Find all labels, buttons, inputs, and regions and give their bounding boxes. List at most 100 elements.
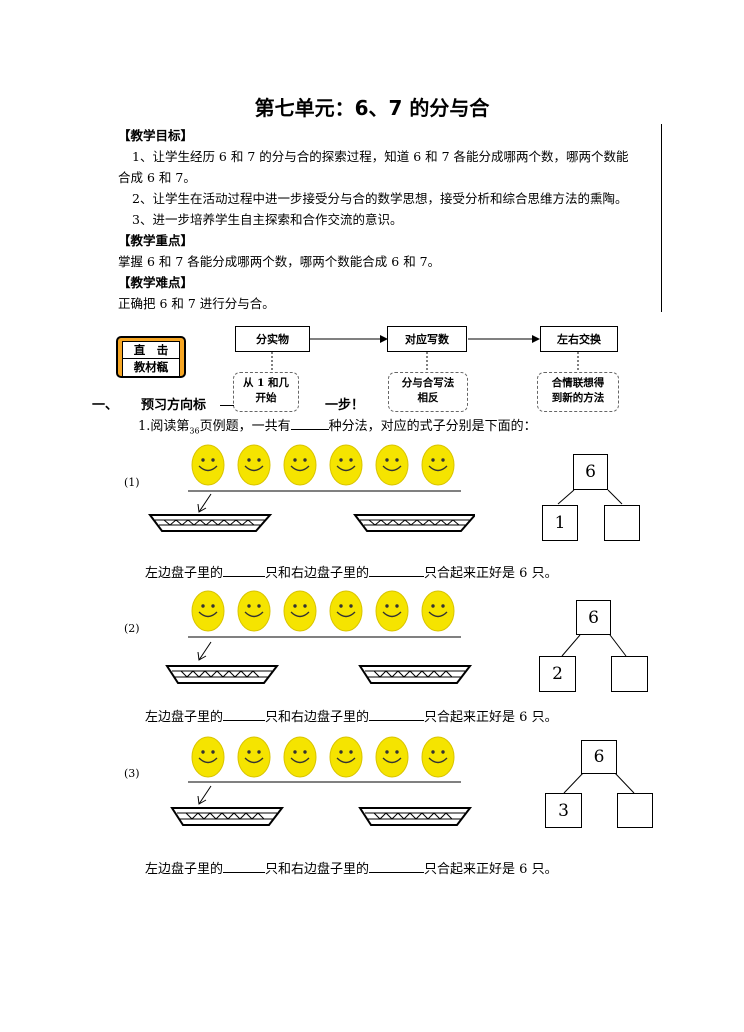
page-title: 第七单元：6、7 的分与合 xyxy=(254,96,490,120)
balloon-icon xyxy=(375,590,409,632)
balloon-icon xyxy=(421,444,455,486)
sentence-part1: 左边盘子里的 xyxy=(145,862,224,877)
left-plate-icon xyxy=(165,665,280,684)
balloon-icon xyxy=(237,736,271,778)
problem-2-total-box: 6 xyxy=(576,600,611,635)
problem-2-label: (2) xyxy=(124,622,140,635)
objective-1-line2: 合成 6 和 7。 xyxy=(118,170,196,185)
left-count-blank[interactable] xyxy=(223,576,266,577)
problem-1-right-box[interactable] xyxy=(604,505,640,541)
section-title-part2: 一步！ xyxy=(325,398,365,413)
problem-1-total-box: 6 xyxy=(573,454,608,490)
objectives-heading: 【教学目标】 xyxy=(118,128,194,143)
flow-step-2: 对应写数 xyxy=(387,326,467,352)
left-count-blank[interactable] xyxy=(223,872,266,873)
problem-2-balloons xyxy=(191,590,455,632)
balloon-icon xyxy=(329,590,363,632)
problem-1-left-box: 1 xyxy=(542,505,578,541)
instruction: 1.阅读第36页例题，一共有 种分法，对应的式子分别是下面的： xyxy=(138,416,537,442)
problem-1-balloons xyxy=(191,444,455,486)
problem-1-tree-lines xyxy=(557,489,623,505)
flow-note-1-line1: 从 1 和几 xyxy=(242,377,290,389)
problem-3-label: (3) xyxy=(124,767,140,780)
flow-note-2: 分与合写法 相反 xyxy=(388,372,468,412)
key-points-text: 掌握 6 和 7 各能分成哪两个数，哪两个数能合成 6 和 7。 xyxy=(118,254,441,269)
problem-3-sentence: 左边盘子里的 只和右边盘子里的 只合起来正好是 6 只。 xyxy=(145,859,558,880)
sentence-part1: 左边盘子里的 xyxy=(145,566,224,581)
problem-3-balloons xyxy=(191,736,455,778)
flow-connectors xyxy=(271,335,579,372)
problem-3-total-box: 6 xyxy=(581,740,617,774)
instruction-part1: 1.阅读第 xyxy=(138,419,190,434)
sentence-part2: 只和右边盘子里的 xyxy=(265,710,370,725)
problem-2-tree-lines xyxy=(561,634,627,657)
problem-3-right-box[interactable] xyxy=(617,793,653,828)
section-title-part1: 预习方向标 xyxy=(141,398,207,413)
balloon-icon xyxy=(283,444,317,486)
problem-3-tree-lines xyxy=(563,771,635,794)
instruction-part2: 页例题，一共有 xyxy=(199,419,291,434)
balloon-icon xyxy=(375,736,409,778)
textbook-badge: 直 击 教材瓻 xyxy=(116,336,186,378)
instruction-part3: 种分法，对应的式子分别是下面的： xyxy=(328,419,537,434)
sentence-part3: 只合起来正好是 6 只。 xyxy=(424,710,558,725)
badge-line-1: 直 击 xyxy=(122,341,180,360)
balloon-icon xyxy=(283,736,317,778)
sentence-part1: 左边盘子里的 xyxy=(145,710,224,725)
difficulties-text: 正确把 6 和 7 进行分与合。 xyxy=(118,296,275,311)
balloon-icon xyxy=(191,444,225,486)
flow-note-1-line2: 开始 xyxy=(255,392,277,404)
flow-note-2-line1: 分与合写法 xyxy=(401,377,455,389)
sentence-part2: 只和右边盘子里的 xyxy=(265,566,370,581)
difficulties-heading: 【教学难点】 xyxy=(118,275,194,290)
right-count-blank[interactable] xyxy=(369,576,425,577)
pointer-arrow-icon xyxy=(197,641,212,661)
flow-note-1: 从 1 和几 开始 xyxy=(233,372,299,412)
flow-step-1: 分实物 xyxy=(235,326,310,352)
balloon-icon xyxy=(191,590,225,632)
pointer-arrow-icon xyxy=(197,785,212,805)
flow-note-3-line1: 合情联想得 xyxy=(551,377,605,389)
flow-note-2-line2: 相反 xyxy=(417,392,439,404)
balloon-icon xyxy=(237,444,271,486)
flow-note-3-line2: 到新的方法 xyxy=(551,392,605,404)
right-count-blank[interactable] xyxy=(369,720,425,721)
balloon-icon xyxy=(421,590,455,632)
flow-step-3: 左右交换 xyxy=(540,326,618,352)
margin-line xyxy=(661,124,662,312)
problem-2-figure xyxy=(165,590,473,684)
flow-note-3: 合情联想得 到新的方法 xyxy=(537,372,619,412)
right-plate-icon xyxy=(358,665,473,684)
left-plate-icon xyxy=(170,807,285,826)
sentence-part3: 只合起来正好是 6 只。 xyxy=(424,566,558,581)
right-count-blank[interactable] xyxy=(369,872,425,873)
section-number: 一、 xyxy=(92,398,119,413)
problem-1-sentence: 左边盘子里的 只和右边盘子里的 只合起来正好是 6 只。 xyxy=(145,563,558,584)
balloon-icon xyxy=(237,590,271,632)
balloon-icon xyxy=(375,444,409,486)
objective-3: 3、进一步培养学生自主探索和合作交流的意识。 xyxy=(132,212,403,227)
sentence-part2: 只和右边盘子里的 xyxy=(265,862,370,877)
problem-2-left-box: 2 xyxy=(539,656,576,692)
section-dash xyxy=(220,405,234,406)
balloon-icon xyxy=(421,736,455,778)
instruction-page: 36 xyxy=(189,426,200,436)
balloon-icon xyxy=(329,444,363,486)
objective-1-line1: 1、让学生经历 6 和 7 的分与合的探索过程，知道 6 和 7 各能分成哪两个… xyxy=(132,149,629,164)
right-plate-icon xyxy=(358,807,473,826)
problem-2-right-box[interactable] xyxy=(611,656,648,692)
balloon-icon xyxy=(191,736,225,778)
method-count-blank[interactable] xyxy=(290,429,329,430)
sentence-part3: 只合起来正好是 6 只。 xyxy=(424,862,558,877)
problem-1-label: (1) xyxy=(124,476,140,489)
balloon-icon xyxy=(329,736,363,778)
objective-2: 2、让学生在活动过程中进一步接受分与合的数学思想，接受分析和综合思维方法的熏陶。 xyxy=(132,191,628,206)
problem-2-sentence: 左边盘子里的 只和右边盘子里的 只合起来正好是 6 只。 xyxy=(145,707,558,728)
problem-1-figure xyxy=(148,444,475,532)
key-points-heading: 【教学重点】 xyxy=(118,233,194,248)
left-count-blank[interactable] xyxy=(223,720,266,721)
problem-3-left-box: 3 xyxy=(545,793,582,828)
problem-3-figure xyxy=(170,736,473,826)
badge-line-2: 教材瓻 xyxy=(122,358,180,377)
right-plate-icon xyxy=(353,514,475,532)
